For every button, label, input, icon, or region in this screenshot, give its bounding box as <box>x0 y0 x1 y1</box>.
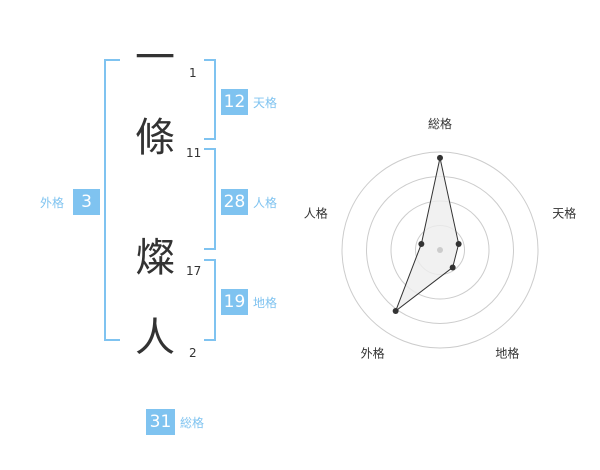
radar-axis-label: 外格 <box>361 345 385 360</box>
radar-point <box>455 240 462 247</box>
name-char-1: 一 <box>135 35 175 81</box>
soukaku-value: 31 <box>146 409 175 435</box>
chikaku-value: 19 <box>221 289 248 315</box>
name-char-3: 燦 <box>135 235 175 281</box>
name-char-2: 條 <box>135 115 175 161</box>
gaikaku-bracket <box>104 59 120 341</box>
radar-axis-label: 総格 <box>428 116 452 131</box>
radar-ring <box>341 151 539 349</box>
radar-point <box>392 308 399 315</box>
gaikaku-value: 3 <box>73 189 100 215</box>
gaikaku-label: 外格 <box>40 196 65 210</box>
radar-polygon <box>394 157 460 313</box>
stroke-count-2: 11 <box>186 146 202 160</box>
stroke-count-4: 2 <box>189 346 197 360</box>
soukaku-label: 総格 <box>180 416 205 430</box>
stroke-count-1: 1 <box>189 66 197 80</box>
radar-point <box>418 240 425 247</box>
jinkaku-label: 人格 <box>253 196 278 210</box>
radar-axis-label: 地格 <box>495 345 519 360</box>
stroke-count-3: 17 <box>186 264 202 278</box>
tenkaku-label: 天格 <box>253 96 278 110</box>
radar-axis-label: 人格 <box>304 206 328 221</box>
radar-center-dot <box>437 247 443 253</box>
tenkaku-value: 12 <box>221 89 248 115</box>
radar-point <box>449 264 456 271</box>
name-char-4: 人 <box>135 315 175 361</box>
jinkaku-value: 28 <box>221 189 248 215</box>
chikaku-bracket <box>204 259 216 341</box>
radar-axis-label: 天格 <box>552 206 576 221</box>
tenkaku-bracket <box>204 59 216 140</box>
jinkaku-bracket <box>204 148 216 250</box>
chikaku-label: 地格 <box>253 296 278 310</box>
radar-point <box>437 154 443 161</box>
